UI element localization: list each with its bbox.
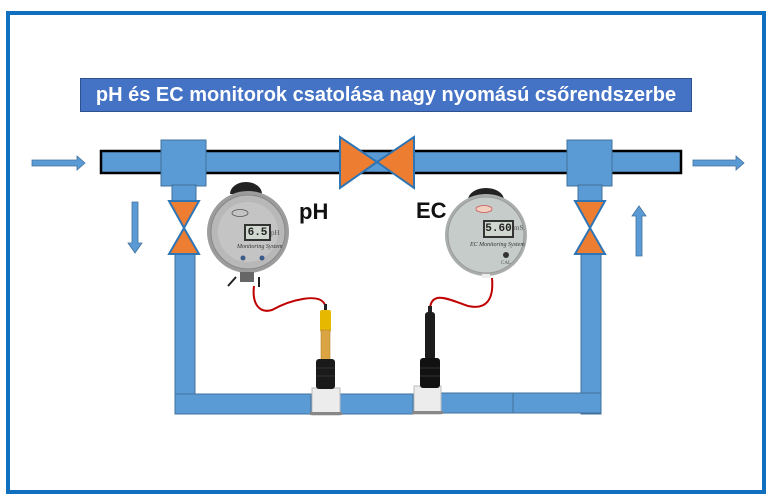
outer-frame xyxy=(6,11,766,494)
ec-device-caption: EC Monitoring System xyxy=(470,242,525,248)
right-valve xyxy=(573,200,607,255)
ec-monitor-label: EC xyxy=(416,198,447,223)
right-vertical-pipe xyxy=(580,253,602,415)
bottom-pipe-segment-2 xyxy=(339,393,414,415)
ph-display-value: 6.5 xyxy=(244,224,271,241)
ec-sensor-fitting xyxy=(412,385,443,415)
ph-display-unit: pH xyxy=(271,229,280,237)
right-tee-stub xyxy=(577,184,603,202)
ph-sensor-fitting xyxy=(310,387,342,416)
up-arrow-icon xyxy=(631,205,647,257)
ec-cable xyxy=(429,277,494,309)
inlet-arrow-icon xyxy=(31,155,86,171)
bottom-pipe-segment-4 xyxy=(512,392,602,414)
left-tee-stub xyxy=(171,184,197,202)
ec-cal-button-label: CAL xyxy=(501,261,511,266)
down-arrow-icon xyxy=(127,201,143,254)
diagram-title: pH és EC monitorok csatolása nagy nyomás… xyxy=(80,78,692,112)
ec-probe xyxy=(420,306,440,388)
ph-cable xyxy=(252,285,326,312)
left-vertical-pipe xyxy=(174,253,196,415)
bottom-pipe-segment-3 xyxy=(440,392,514,414)
ph-probe xyxy=(316,304,335,389)
ec-display-unit: mS xyxy=(514,224,524,232)
bottom-pipe-segment-1 xyxy=(174,393,312,415)
left-valve xyxy=(167,200,201,255)
center-valve xyxy=(339,135,415,190)
right-tee xyxy=(566,139,613,187)
outlet-arrow-icon xyxy=(692,155,745,171)
left-tee xyxy=(160,139,207,187)
ec-display-value: 5.60 xyxy=(483,220,514,238)
ph-device-caption: Monitoring System xyxy=(237,244,283,250)
ph-monitor-label: pH xyxy=(299,199,329,224)
